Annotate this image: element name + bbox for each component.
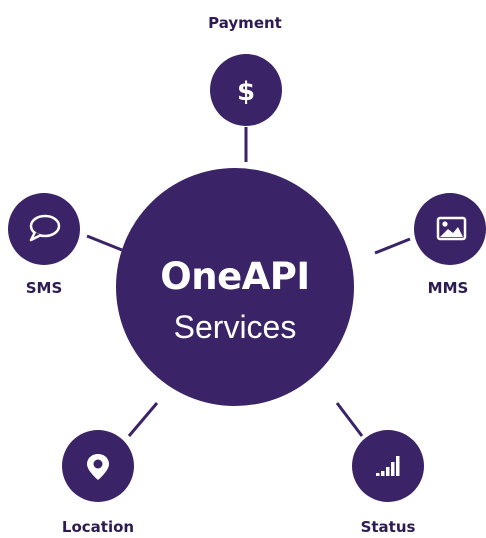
sms-node[interactable] — [8, 193, 80, 265]
mms-node[interactable] — [414, 193, 486, 265]
status-label: Status — [360, 518, 416, 536]
payment-label: Payment — [208, 14, 282, 32]
mms-label: MMS — [427, 279, 469, 297]
payment-node[interactable]: $ — [210, 54, 282, 126]
connector-sms — [86, 234, 123, 252]
connector-status — [335, 402, 364, 437]
speech-bubble-icon — [29, 214, 61, 242]
image-icon — [436, 216, 467, 241]
dollar-icon: $ — [237, 77, 255, 107]
dollar-glyph: $ — [237, 77, 255, 107]
hub-subtitle: Services — [173, 309, 297, 345]
signal-bars-icon — [376, 456, 400, 476]
connector-mms — [374, 237, 411, 255]
oneapi-hub: OneAPI Services — [116, 168, 354, 406]
sms-label: SMS — [25, 279, 63, 297]
hub-title: OneAPI — [160, 255, 310, 298]
map-pin-icon — [87, 454, 109, 480]
connector-location — [127, 402, 159, 437]
location-node[interactable] — [62, 430, 134, 502]
location-label: Location — [61, 518, 135, 536]
status-node[interactable] — [352, 430, 424, 502]
